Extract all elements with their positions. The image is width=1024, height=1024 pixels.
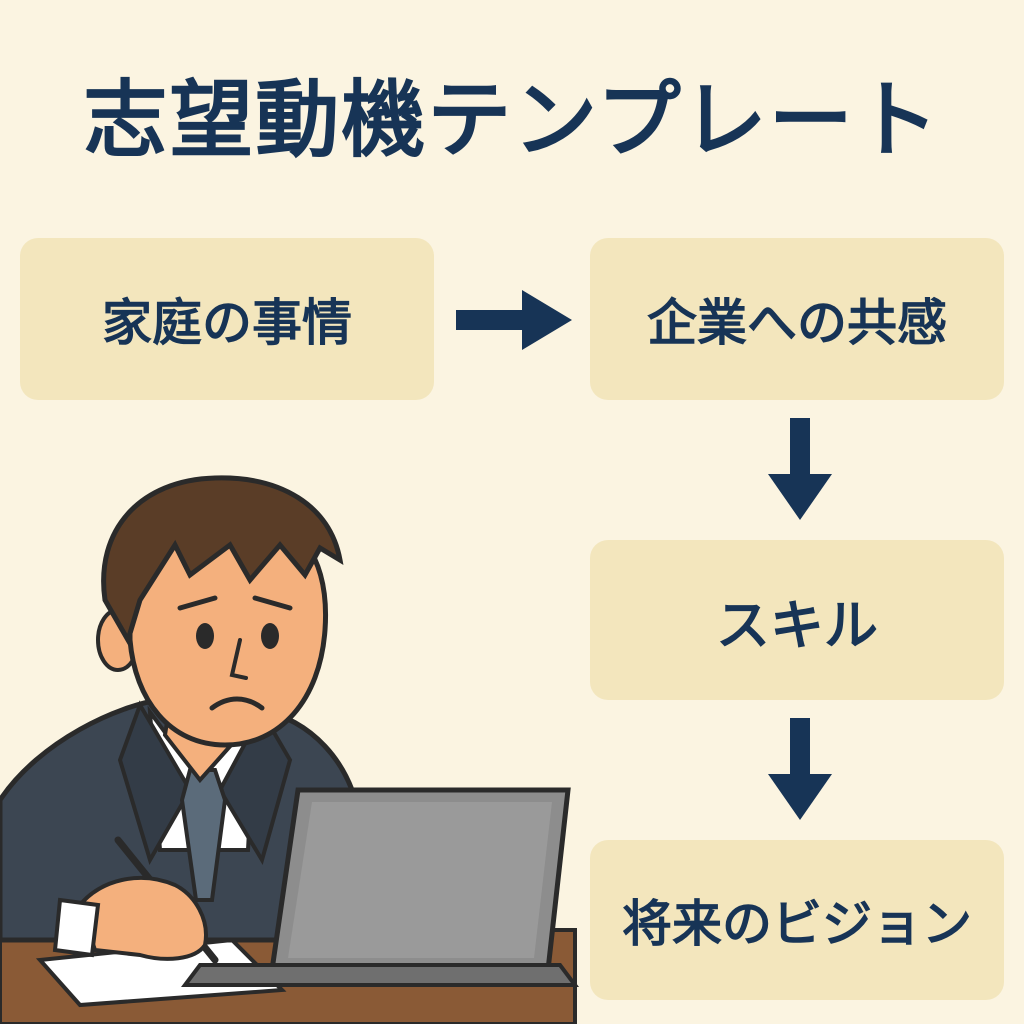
step-future-vision: 将来のビジョン [590,840,1004,1000]
step-label: スキル [716,593,878,657]
step-label: 将来のビジョン [622,895,972,953]
step-company-empathy: 企業への共感 [590,238,1004,400]
arrow-down-icon [768,718,832,820]
arrow-down-icon [768,418,832,520]
step-skill: スキル [590,540,1004,700]
step-label: 家庭の事情 [102,294,352,352]
step-label: 企業への共感 [647,294,947,352]
arrow-right-icon [456,290,572,350]
page-title: 志望動機テンプレート [83,71,941,169]
step-family-circumstances: 家庭の事情 [20,238,434,400]
worried-businessman-laptop-icon [0,475,579,1024]
